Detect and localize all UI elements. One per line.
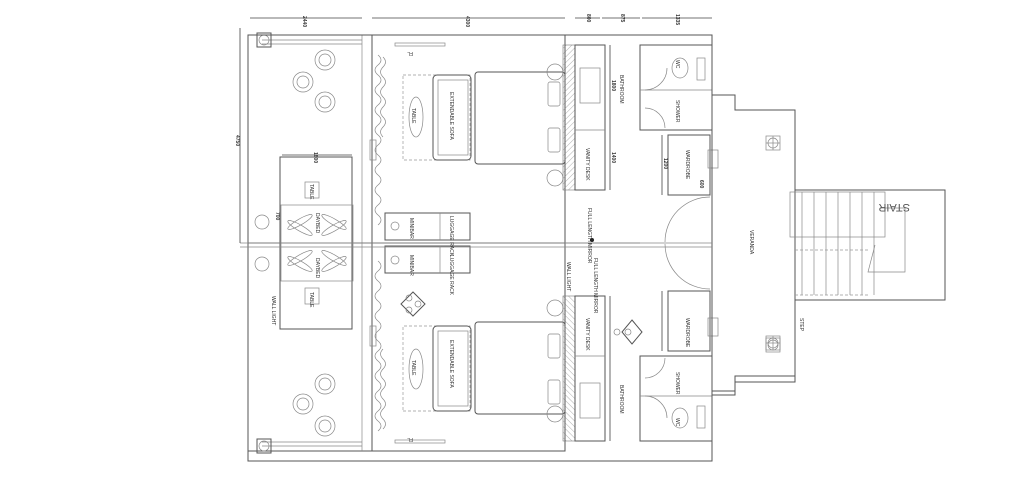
wall-light-label: WALL LIGHT [565,262,571,291]
minibar-label: MINIBAR [408,255,414,276]
bathroom-label: BATHROOM [618,75,624,104]
dim-bath: 800 [585,14,591,23]
dim-wardrobe-depth: 600 [698,180,704,189]
dimensions: 2440 4300 800 875 1335 4750 1800 700 180… [234,14,712,243]
mirror-label: FULL LENGTH MIRROR [586,208,592,264]
light-fixture-icon [400,291,426,317]
dim-wardrobe: 1200 [662,158,668,169]
unit-top [247,32,796,244]
wardrobe-label: WARDROBE [684,150,690,180]
wall-light-icon [590,238,594,242]
wardrobe-label: WARDROBE [684,318,690,348]
dim-depth: 4750 [234,135,240,146]
outer-wall [247,34,713,462]
balcony-wall-light-label: WALL LIGHT [270,296,276,325]
sofa-label: EXTENDABLE SOFA [448,340,454,388]
fl-label: FL [407,436,413,442]
vanity-desk-label: VANITY DESK [584,318,590,351]
room-labels: BATHROOM VANITY DESK WARDROBE SHOWER WC … [308,50,754,264]
column-icon [765,337,781,353]
dim-gap: 700 [274,212,280,221]
vanity-desk-label: VANITY DESK [584,148,590,181]
veranda-label: VERANDA [748,230,754,255]
dim-vanity-desk: 1400 [610,152,616,163]
dim-passage: 875 [619,14,625,23]
dim-daybed: 1800 [312,152,318,163]
light-fixture-icon [613,319,643,345]
unit-bottom [247,242,796,454]
balcony-table-label: TABLE [308,184,314,200]
luggage-rack-label: LUGGAGE RACK [448,216,454,257]
stair-label: STAIR [878,201,910,213]
dim-wc: 1335 [674,14,680,25]
step-label: STEP [798,318,804,332]
dim-balcony: 2440 [301,16,307,27]
minibar-label: MINIBAR [408,218,414,239]
room-labels-bottom: BATHROOM VANITY DESK WARDROBE SHOWER WC … [270,255,804,442]
table-label: TABLE [410,360,416,376]
wc-label: WC [674,60,680,69]
balcony-table-label: TABLE [308,292,314,308]
stair: STAIR [789,189,946,301]
daybed-label: DAYBED [314,213,320,234]
bathroom-label: BATHROOM [618,385,624,414]
shower-label: SHOWER [674,372,680,395]
sofa-label: EXTENDABLE SOFA [448,92,454,140]
table-label: TABLE [410,108,416,124]
dim-room: 4300 [464,16,470,27]
veranda-edge [712,300,796,396]
luggage-rack-label: LUGGAGE RACK [448,255,454,296]
mirror-label: FULL LENGTH MIRROR [592,258,598,314]
daybed-label: DAYBED [314,258,320,279]
fl-label: FL [407,50,413,56]
shower-label: SHOWER [674,100,680,123]
wc-label: WC [674,418,680,427]
dim-vanity: 1800 [610,80,616,91]
